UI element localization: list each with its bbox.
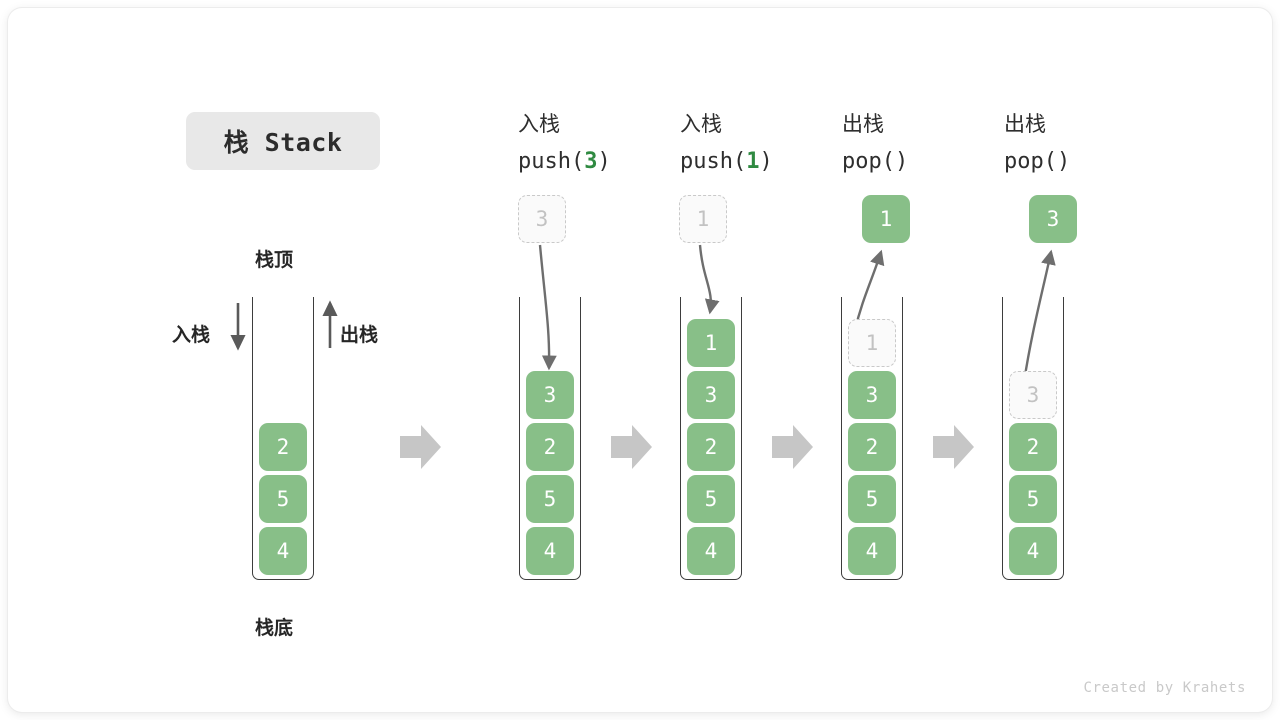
stack-tube-push-3: [519, 297, 581, 580]
stack-cell: 4: [1009, 527, 1057, 575]
stack-cell: 1: [687, 319, 735, 367]
column-header-pop-1: 出栈 pop(): [842, 105, 908, 181]
stack-cell: 5: [526, 475, 574, 523]
separator-arrow-4: [933, 425, 974, 469]
stack-cell: 2: [687, 423, 735, 471]
stack-cell: 5: [687, 475, 735, 523]
stack-cell: 2: [259, 423, 307, 471]
column-header-pop-2: 出栈 pop(): [1004, 105, 1070, 181]
stack-cell: 3: [687, 371, 735, 419]
popped-value-box: 3: [1029, 195, 1077, 243]
push-arg-3: 3: [584, 149, 598, 174]
legend-push-label: 入栈: [172, 324, 211, 346]
column-header-line2: pop(): [1004, 149, 1071, 174]
stack-tube-pop-2: [1002, 297, 1064, 580]
separator-arrow-1: [400, 425, 441, 469]
stack-cell: 4: [526, 527, 574, 575]
stack-cell: 2: [526, 423, 574, 471]
stack-top-label: 栈顶: [255, 249, 294, 271]
stack-cell-removed: 3: [1009, 371, 1057, 419]
stack-cell: 5: [259, 475, 307, 523]
stack-cell: 5: [1009, 475, 1057, 523]
column-header-line1: 出栈: [842, 112, 884, 136]
stack-cell: 4: [259, 527, 307, 575]
column-header-line2: pop(): [842, 149, 909, 174]
column-header-push-3: 入栈 push(3): [518, 105, 611, 181]
stack-cell: 4: [848, 527, 896, 575]
stack-tube-push-1: [680, 297, 742, 580]
stack-cell-removed: 1: [848, 319, 896, 367]
floating-value-box: 1: [679, 195, 727, 243]
push-arg-1: 1: [746, 149, 760, 174]
separator-arrow-2: [611, 425, 652, 469]
floating-value-box: 3: [518, 195, 566, 243]
column-header-line1: 入栈: [518, 112, 560, 136]
stack-bottom-label: 栈底: [255, 617, 294, 639]
stack-cell: 5: [848, 475, 896, 523]
attribution-footer: Created by Krahets: [1083, 680, 1246, 696]
popped-value-box: 1: [862, 195, 910, 243]
stack-tube-initial: [252, 297, 314, 580]
stack-cell: 3: [526, 371, 574, 419]
column-header-line2: push(3): [518, 149, 611, 174]
stack-cell: 4: [687, 527, 735, 575]
figure-title: 栈 Stack: [186, 112, 380, 170]
column-header-line2: push(1): [680, 149, 773, 174]
column-header-line1: 出栈: [1004, 112, 1046, 136]
stack-tube-pop-1: [841, 297, 903, 580]
stack-cell: 3: [848, 371, 896, 419]
stack-cell: 2: [848, 423, 896, 471]
separator-arrow-3: [772, 425, 813, 469]
legend-pop-label: 出栈: [340, 324, 379, 346]
column-header-push-1: 入栈 push(1): [680, 105, 773, 181]
stack-cell: 2: [1009, 423, 1057, 471]
column-header-line1: 入栈: [680, 112, 722, 136]
